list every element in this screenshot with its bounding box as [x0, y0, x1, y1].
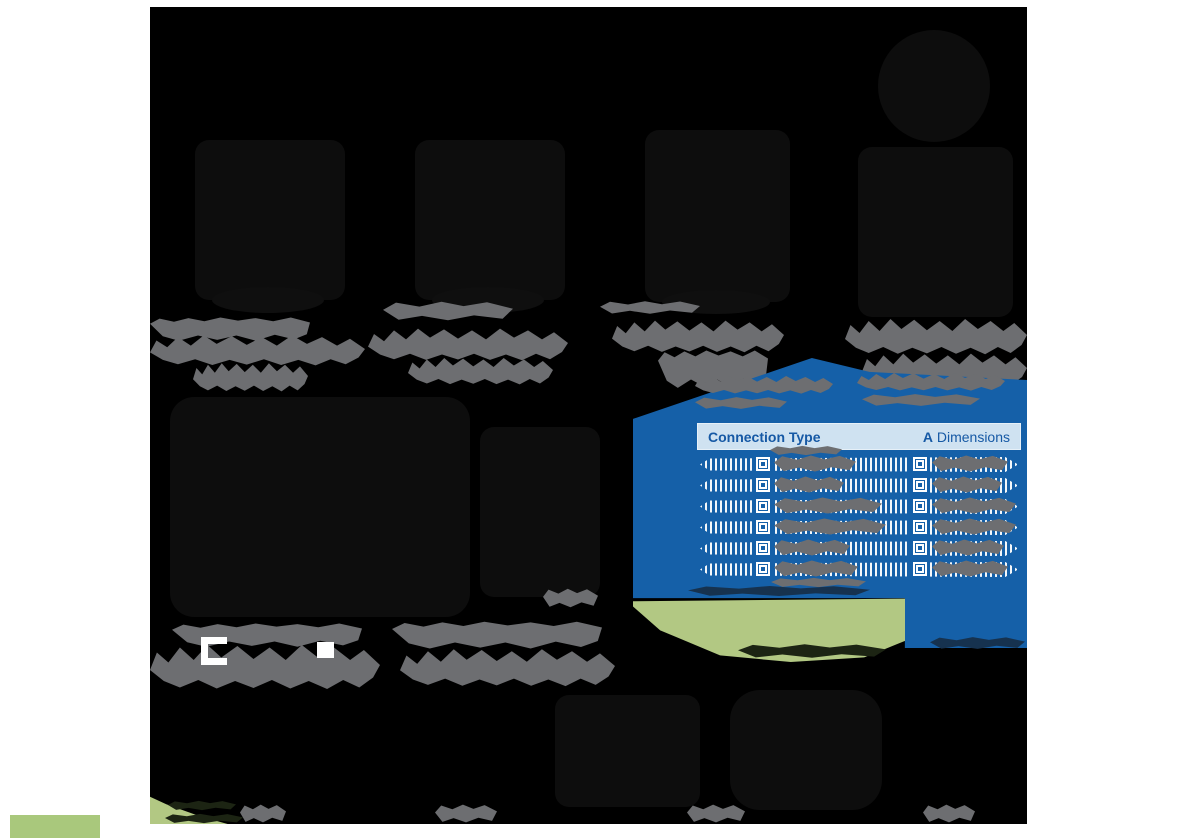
caption-6-blob: [392, 621, 602, 649]
product-photo-6: [555, 695, 700, 807]
banner-note-blob: [688, 585, 870, 597]
concentric-square-bullet-icon: [913, 520, 927, 534]
caption-3-blob: [612, 320, 784, 353]
margin-green-bar: [10, 815, 100, 838]
row-text-blob: [774, 455, 856, 472]
table-header-a-label: A: [922, 428, 933, 445]
concentric-square-bullet-icon: [756, 478, 770, 492]
row-value-blob: [932, 539, 1004, 556]
caption-4-blob: [845, 319, 1027, 355]
banner-heading-blob: [695, 397, 787, 409]
concentric-square-bullet-icon: [756, 457, 770, 471]
concentric-square-bullet-icon: [913, 541, 927, 555]
row-text-blob: [774, 539, 850, 556]
product-photo-1-base: [212, 287, 324, 313]
caption-6-blob: [400, 649, 615, 687]
row-value-blob: [932, 476, 1002, 493]
table-header-dimensions-label: Dimensions: [936, 428, 1010, 445]
filled-square-icon: [317, 642, 334, 658]
table-header-connection-type: Connection Type: [708, 428, 821, 445]
product-photo-4: [858, 147, 1013, 317]
caption-3-blob: [600, 301, 700, 314]
banner-heading-blob: [857, 373, 1005, 391]
caption-1-blob: [193, 363, 308, 392]
caption-2-blob: [383, 301, 513, 321]
green-band-text-blob: [738, 644, 886, 658]
caption-2-blob: [408, 358, 553, 385]
caption-2-blob: [368, 328, 568, 361]
table-header-a-dimensions: A Dimensions: [923, 429, 1010, 445]
table-row: [700, 497, 1018, 514]
row-text-blob: [771, 577, 866, 588]
concentric-square-bullet-icon: [756, 562, 770, 576]
bottom-label-blob: [923, 804, 975, 823]
concentric-square-bullet-icon: [756, 499, 770, 513]
table-header: Connection Type A Dimensions: [697, 423, 1021, 450]
caption-1-blob: [150, 317, 310, 341]
product-photo-2: [415, 140, 565, 300]
product-photo-3: [645, 130, 790, 302]
table-row: [700, 445, 1018, 472]
bottom-label-blob: [687, 804, 745, 823]
product-photo-1: [195, 140, 345, 300]
open-bracket-square-icon: [201, 637, 227, 665]
banner-heading-blob: [862, 394, 980, 406]
row-text-blob: [774, 560, 858, 577]
concentric-square-bullet-icon: [913, 499, 927, 513]
row-value-blob: [932, 560, 1008, 577]
table-row: [700, 476, 1018, 493]
table-row: [700, 518, 1018, 535]
bottom-label-blob: [435, 804, 497, 823]
concentric-square-bullet-icon: [756, 541, 770, 555]
row-text-blob: [770, 445, 842, 456]
table-row: [700, 539, 1018, 556]
banner-heading-blob: [695, 376, 833, 394]
concentric-square-bullet-icon: [913, 457, 927, 471]
row-value-blob: [932, 518, 1016, 535]
wedge-text-blob: [165, 813, 243, 824]
concentric-square-bullet-icon: [913, 478, 927, 492]
concentric-square-bullet-icon: [913, 562, 927, 576]
table-row: [700, 560, 1018, 588]
product-photo-5: [170, 397, 470, 617]
concentric-square-bullet-icon: [756, 520, 770, 534]
banner-bottom-text-blob: [930, 637, 1025, 649]
product-photo-4-top: [878, 30, 990, 142]
row-text-blob: [774, 476, 844, 493]
dimension-marks-blob: [543, 588, 598, 608]
caption-5-blob: [150, 645, 380, 689]
row-text-blob: [774, 518, 886, 535]
row-text-blob: [774, 497, 882, 514]
wedge-text-blob: [168, 800, 236, 811]
row-value-blob: [932, 455, 1008, 472]
bottom-label-blob: [240, 804, 286, 823]
product-photo-7: [730, 690, 882, 810]
product-photo-5b: [480, 427, 600, 597]
row-value-blob: [932, 497, 1016, 514]
